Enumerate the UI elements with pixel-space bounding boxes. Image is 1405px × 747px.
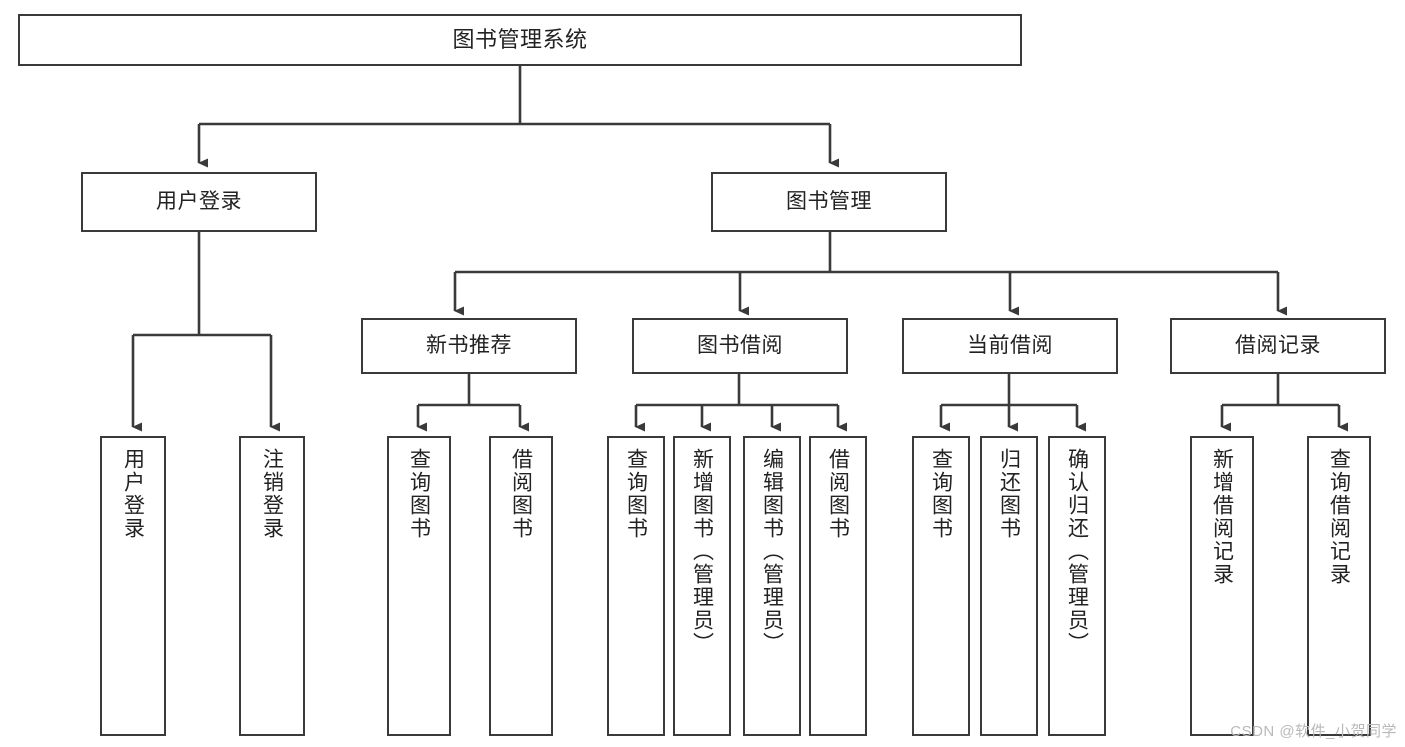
node-new-book-recommend[interactable]: 新书推荐 — [361, 318, 577, 374]
leaf-logout-login[interactable]: 注销登录 — [239, 436, 305, 736]
node-label: 新增图书（管理员） — [690, 448, 714, 655]
csdn-watermark: CSDN @软件_小贺同学 — [1230, 723, 1397, 740]
leaf-query-book-newbook[interactable]: 查询图书 — [387, 436, 451, 736]
node-root-system[interactable]: 图书管理系统 — [18, 14, 1022, 66]
leaf-query-borrow-record[interactable]: 查询借阅记录 — [1307, 436, 1371, 736]
node-borrow-record[interactable]: 借阅记录 — [1170, 318, 1386, 374]
node-label: 查询图书 — [624, 448, 648, 540]
node-label: 新书推荐 — [426, 333, 512, 357]
node-label: 图书管理 — [786, 189, 872, 213]
node-current-borrow[interactable]: 当前借阅 — [902, 318, 1118, 374]
leaf-borrow-book-newbook[interactable]: 借阅图书 — [489, 436, 553, 736]
leaf-user-login[interactable]: 用户登录 — [100, 436, 166, 736]
node-label: 借阅记录 — [1235, 333, 1321, 357]
leaf-return-book[interactable]: 归还图书 — [980, 436, 1038, 736]
node-label: 查询图书 — [407, 448, 431, 540]
node-label: 当前借阅 — [967, 333, 1053, 357]
leaf-add-book-admin[interactable]: 新增图书（管理员） — [673, 436, 731, 736]
leaf-edit-book-admin[interactable]: 编辑图书（管理员） — [743, 436, 801, 736]
leaf-borrow-book[interactable]: 借阅图书 — [809, 436, 867, 736]
node-book-management[interactable]: 图书管理 — [711, 172, 947, 232]
node-label: 图书借阅 — [697, 333, 783, 357]
node-label: 查询图书 — [929, 448, 953, 540]
node-label: 借阅图书 — [509, 448, 533, 540]
node-label: 编辑图书（管理员） — [760, 448, 784, 655]
node-user-login[interactable]: 用户登录 — [81, 172, 317, 232]
leaf-add-borrow-record[interactable]: 新增借阅记录 — [1190, 436, 1254, 736]
node-label: 图书管理系统 — [452, 27, 588, 53]
node-label: 新增借阅记录 — [1210, 448, 1234, 586]
leaf-confirm-return-admin[interactable]: 确认归还（管理员） — [1048, 436, 1106, 736]
node-label: 注销登录 — [260, 448, 284, 540]
leaf-query-book-current[interactable]: 查询图书 — [912, 436, 970, 736]
leaf-query-book-borrow[interactable]: 查询图书 — [607, 436, 665, 736]
node-label: 用户登录 — [121, 448, 145, 540]
node-book-borrow[interactable]: 图书借阅 — [632, 318, 848, 374]
node-label: 确认归还（管理员） — [1065, 448, 1089, 655]
node-label: 借阅图书 — [826, 448, 850, 540]
node-label: 用户登录 — [156, 189, 242, 213]
node-label: 归还图书 — [997, 448, 1021, 540]
node-label: 查询借阅记录 — [1327, 448, 1351, 586]
